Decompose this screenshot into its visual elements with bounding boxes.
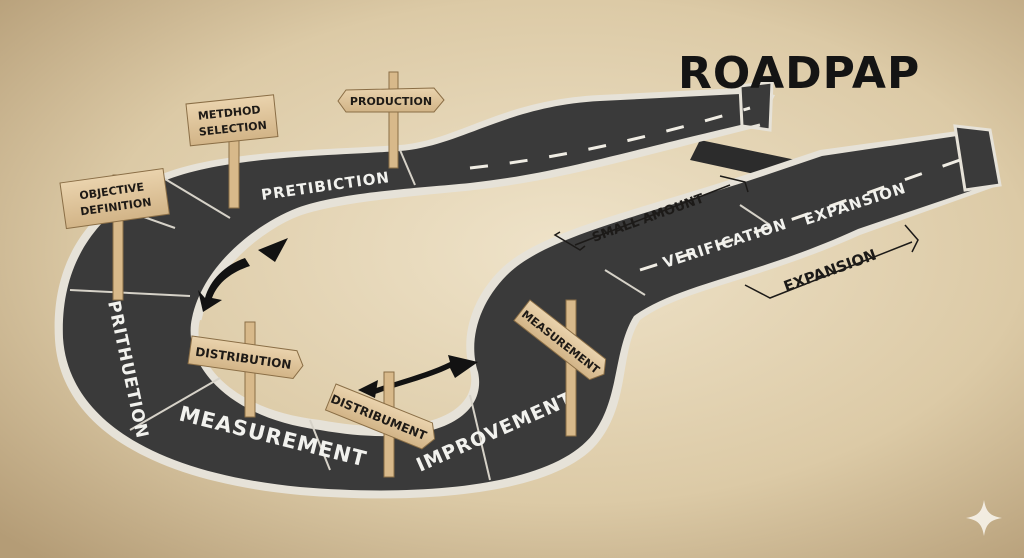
sign-label-production: PRODUCTION	[350, 95, 432, 108]
road-center-dashes-lower	[639, 158, 961, 272]
road-arrowhead-lower	[953, 124, 1002, 192]
roadmap-title: ROADPAP	[678, 48, 920, 99]
signpost-production: PRODUCTION	[337, 71, 445, 169]
road-center-dashes-upper	[469, 106, 751, 170]
sparkle-icon	[966, 500, 1002, 536]
road-asphalt	[62, 94, 989, 491]
cycle-arrow-icon	[198, 238, 478, 398]
signpost-objective-definition: OBJECTIVE DEFINITION	[59, 167, 170, 301]
road	[54, 80, 1002, 499]
road-arrowhead-upper	[738, 80, 774, 132]
road-inner-edge	[198, 123, 761, 321]
signpost-method-selection: METDHOD SELECTION	[185, 94, 279, 209]
